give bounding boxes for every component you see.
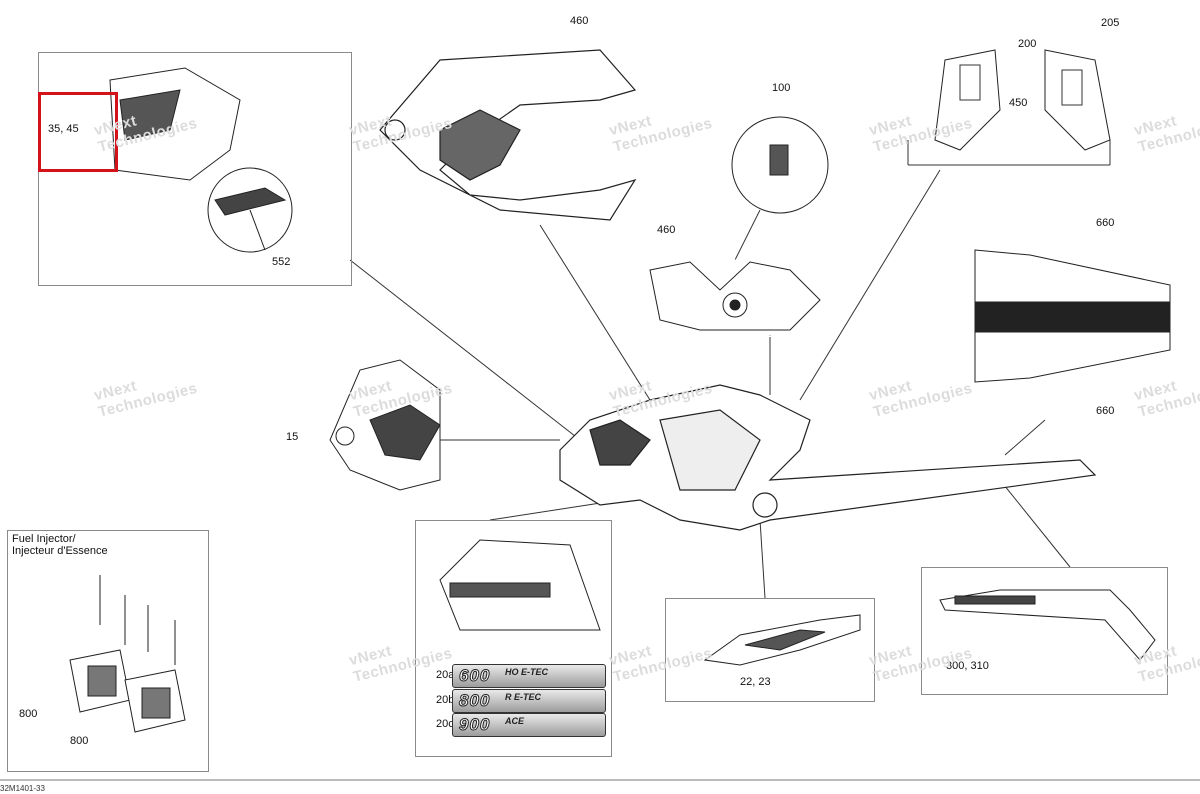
badge-600: 600 HO E-TEC (452, 664, 606, 688)
callout-800-lower[interactable]: 800 (70, 735, 89, 747)
leader-line (349, 259, 581, 441)
callout-552[interactable]: 552 (272, 256, 291, 268)
badge-600-number: 600 (458, 666, 491, 686)
main-assembly-drawing (559, 384, 1097, 531)
callout-15[interactable]: 15 (286, 431, 299, 443)
front-hood-drawing (329, 359, 441, 491)
callout-200[interactable]: 200 (1018, 38, 1037, 50)
panel-nose (665, 598, 875, 702)
badge-900-suffix: ACE (505, 716, 525, 726)
callout-460-top[interactable]: 460 (570, 15, 589, 27)
callout-22-23[interactable]: 22, 23 (740, 676, 771, 688)
callout-300-310[interactable]: 300, 310 (946, 660, 989, 672)
callout-800-upper[interactable]: 800 (19, 708, 38, 720)
leader-line (539, 224, 651, 401)
callout-450[interactable]: 450 (1009, 97, 1028, 109)
callout-660-top[interactable]: 660 (1096, 217, 1115, 229)
highlight-box (38, 92, 118, 172)
leader-line (799, 169, 941, 401)
callout-460-bottom[interactable]: 460 (657, 224, 676, 236)
callout-20b[interactable]: 20b (436, 694, 455, 706)
panel-decal-20 (415, 520, 612, 757)
badge-600-suffix: HO E-TEC (505, 667, 549, 677)
fuel-injector-title: Fuel Injector/ Injecteur d'Essence (12, 533, 108, 557)
diagram-code: 32M1401-33 (0, 784, 45, 793)
fuel-injector-title-en: Fuel Injector/ (12, 533, 76, 545)
nose-drawing (703, 614, 861, 666)
hood-drawing (379, 49, 637, 221)
panel-rail (921, 567, 1168, 695)
leader-line (759, 519, 766, 599)
callout-100[interactable]: 100 (772, 82, 791, 94)
callout-20a[interactable]: 20a (436, 669, 455, 681)
badge-800: 800 R E-TEC (452, 689, 606, 713)
callout-660-bottom[interactable]: 660 (1096, 405, 1115, 417)
badge-800-number: 800 (458, 691, 491, 711)
decal-side-drawing (439, 539, 601, 631)
badge-800-suffix: R E-TEC (505, 692, 541, 702)
leader-line (999, 479, 1071, 568)
callout-20c[interactable]: 20c (436, 718, 454, 730)
panel-engine-view (635, 260, 837, 337)
callout-205[interactable]: 205 (1101, 17, 1120, 29)
badge-900: 900 ACE (452, 713, 606, 737)
fuel-injector-title-fr: Injecteur d'Essence (12, 545, 108, 557)
rail-drawing (939, 589, 1156, 661)
tunnel-drawing (974, 249, 1171, 383)
side-panels-drawing (934, 49, 1111, 151)
side-panel-drawing (109, 67, 293, 253)
detail-circle-100 (731, 116, 829, 214)
leader-line (1004, 419, 1046, 456)
badge-900-number: 900 (458, 715, 491, 735)
callout-35-45[interactable]: 35, 45 (48, 123, 79, 135)
panel-fuel-injector (7, 530, 209, 772)
fuel-injector-drawing (69, 575, 186, 733)
engine-view-drawing (634, 259, 836, 336)
